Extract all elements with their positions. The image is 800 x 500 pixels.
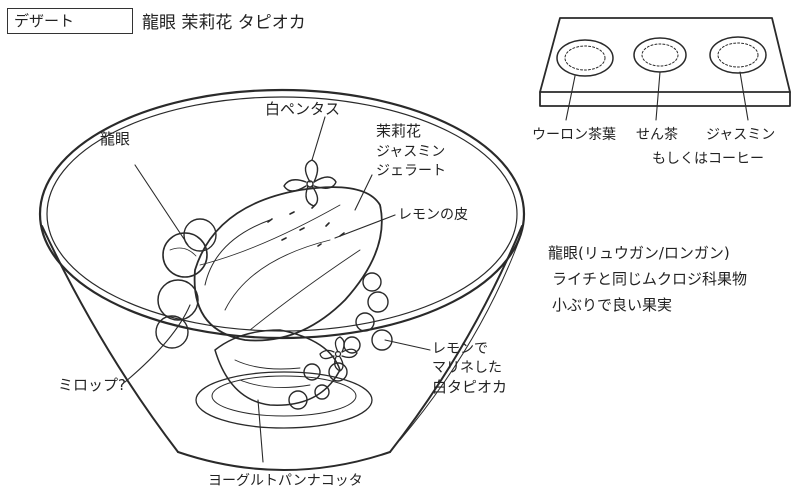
label-tapioca-line2: マリネした bbox=[432, 360, 502, 376]
label-tapioca-line3: 白タピオカ bbox=[432, 378, 508, 396]
label-sencha: せん茶 bbox=[636, 127, 678, 143]
label-tapioca-line1: レモンで bbox=[432, 341, 488, 357]
label-jasmine-tea: ジャスミン bbox=[706, 127, 776, 143]
label-panna-cotta: ヨーグルトパンナコッタ bbox=[208, 473, 363, 489]
label-lemon-peel: レモンの皮 bbox=[398, 207, 468, 223]
label-longan: 龍眼 bbox=[100, 130, 131, 148]
tapioca-pearls bbox=[288, 272, 393, 410]
lemon-peel-specks bbox=[267, 204, 345, 247]
tea-tray bbox=[539, 17, 791, 107]
label-jasmine-line2: ジャスミン bbox=[376, 144, 446, 160]
note-line1: 龍眼(リュウガン/ロンガン) bbox=[548, 244, 730, 262]
panna-cotta bbox=[214, 329, 341, 406]
jasmine-gelato bbox=[193, 186, 383, 342]
dessert-title: 龍眼 茉莉花 タピオカ bbox=[142, 13, 306, 33]
leader-lines bbox=[124, 71, 749, 463]
label-jasmine-line1: 茉莉花 bbox=[376, 122, 422, 140]
label-white-pentas: 白ペンタス bbox=[265, 100, 341, 118]
pentas-flower-top bbox=[283, 159, 337, 207]
label-jasmine-line3: ジェラート bbox=[376, 163, 446, 179]
pentas-flower-bottom bbox=[319, 336, 358, 372]
label-syrup: ミロップ? bbox=[58, 376, 126, 394]
label-oolong: ウーロン茶葉 bbox=[532, 127, 616, 143]
note-line2: ライチと同じムクロジ科果物 bbox=[552, 270, 748, 288]
glass-bowl bbox=[38, 88, 526, 471]
longan-fruits bbox=[155, 218, 217, 349]
dessert-tag: デザート bbox=[7, 8, 133, 34]
label-coffee: もしくはコーヒー bbox=[652, 151, 764, 167]
note-line3: 小ぶりで良い果実 bbox=[552, 296, 673, 314]
